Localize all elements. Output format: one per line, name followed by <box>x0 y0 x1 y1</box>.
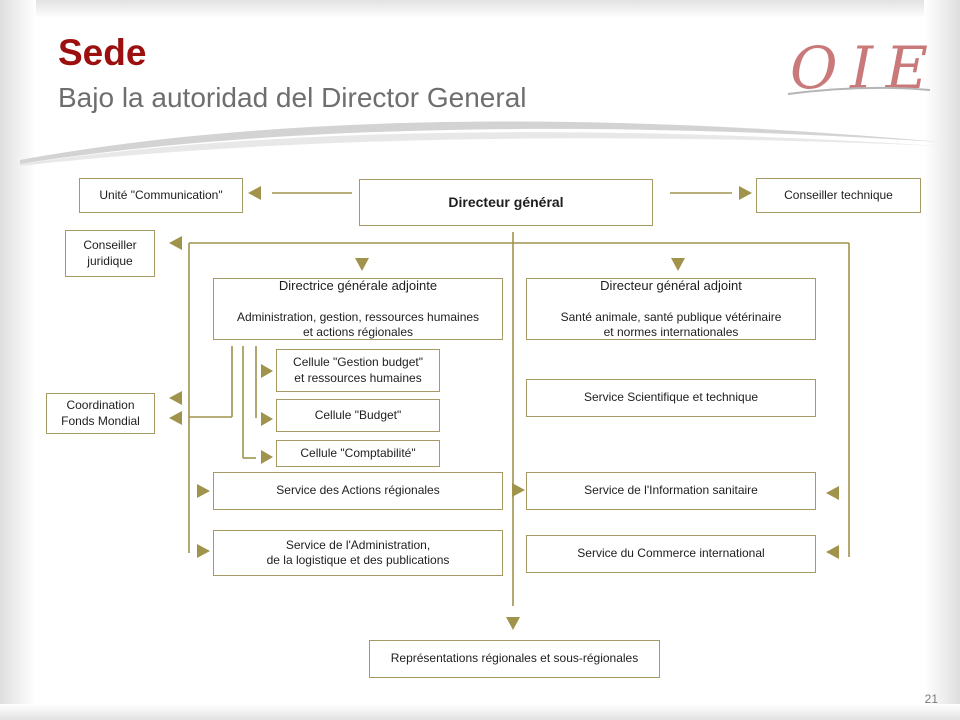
box-director-general: Directeur général <box>359 179 653 226</box>
slide-frame-top <box>0 0 960 18</box>
slide-frame-right <box>924 0 960 720</box>
health-info-service-label: Service de l'Information sanitaire <box>584 483 758 498</box>
box-scientific-service: Service Scientifique et technique <box>526 379 816 417</box>
page-number: 21 <box>924 692 938 706</box>
box-deputy-health: Directeur général adjoint Santé animale,… <box>526 278 816 340</box>
deputy-health-subtitle: Santé animale, santé publique vétérinair… <box>560 309 782 339</box>
cell-budget-hr-label: Cellule "Gestion budget" et ressources h… <box>293 355 423 385</box>
communication-unit-label: Unité "Communication" <box>99 187 223 202</box>
scientific-service-label: Service Scientifique et technique <box>583 390 759 405</box>
box-cell-budget-hr: Cellule "Gestion budget" et ressources h… <box>276 349 440 392</box>
slide-frame-left <box>0 0 36 720</box>
representations-label: Représentations régionales et sous-régio… <box>390 651 639 666</box>
box-cell-accounting: Cellule "Comptabilité" <box>276 440 440 467</box>
trade-service-label: Service du Commerce international <box>577 546 765 561</box>
oie-logo: OIE <box>787 34 931 102</box>
box-administration-service: Service de l'Administration, de la logis… <box>213 530 503 576</box>
box-health-info-service: Service de l'Information sanitaire <box>526 472 816 510</box>
box-cell-budget: Cellule "Budget" <box>276 399 440 432</box>
slide-subtitle: Bajo la autoridad del Director General <box>58 82 527 113</box>
deputy-admin-subtitle: Administration, gestion, ressources huma… <box>236 309 480 339</box>
slide-frame-bottom <box>0 704 960 720</box>
deputy-health-title: Directeur général adjoint <box>600 277 742 293</box>
box-representations: Représentations régionales et sous-régio… <box>369 640 660 678</box>
box-trade-service: Service du Commerce international <box>526 535 816 573</box>
box-deputy-admin: Directrice générale adjointe Administrat… <box>213 278 503 340</box>
box-legal-advisor: Conseiller juridique <box>65 230 155 277</box>
director-general-label: Directeur général <box>448 193 564 210</box>
box-world-fund: Coordination Fonds Mondial <box>46 393 155 434</box>
box-technical-advisor: Conseiller technique <box>756 178 921 213</box>
deputy-admin-title: Directrice générale adjointe <box>278 277 438 293</box>
slide-title: Sede <box>58 32 147 73</box>
cell-budget-label: Cellule "Budget" <box>314 407 402 422</box>
box-communication-unit: Unité "Communication" <box>79 178 243 213</box>
administration-service-label: Service de l'Administration, de la logis… <box>266 537 450 567</box>
box-regional-actions: Service des Actions régionales <box>213 472 503 510</box>
decorative-swoosh <box>20 121 940 166</box>
world-fund-label: Coordination Fonds Mondial <box>61 398 140 428</box>
legal-advisor-label: Conseiller juridique <box>83 238 137 268</box>
cell-accounting-label: Cellule "Comptabilité" <box>300 445 416 460</box>
technical-advisor-label: Conseiller technique <box>784 187 893 202</box>
regional-actions-label: Service des Actions régionales <box>276 483 440 498</box>
